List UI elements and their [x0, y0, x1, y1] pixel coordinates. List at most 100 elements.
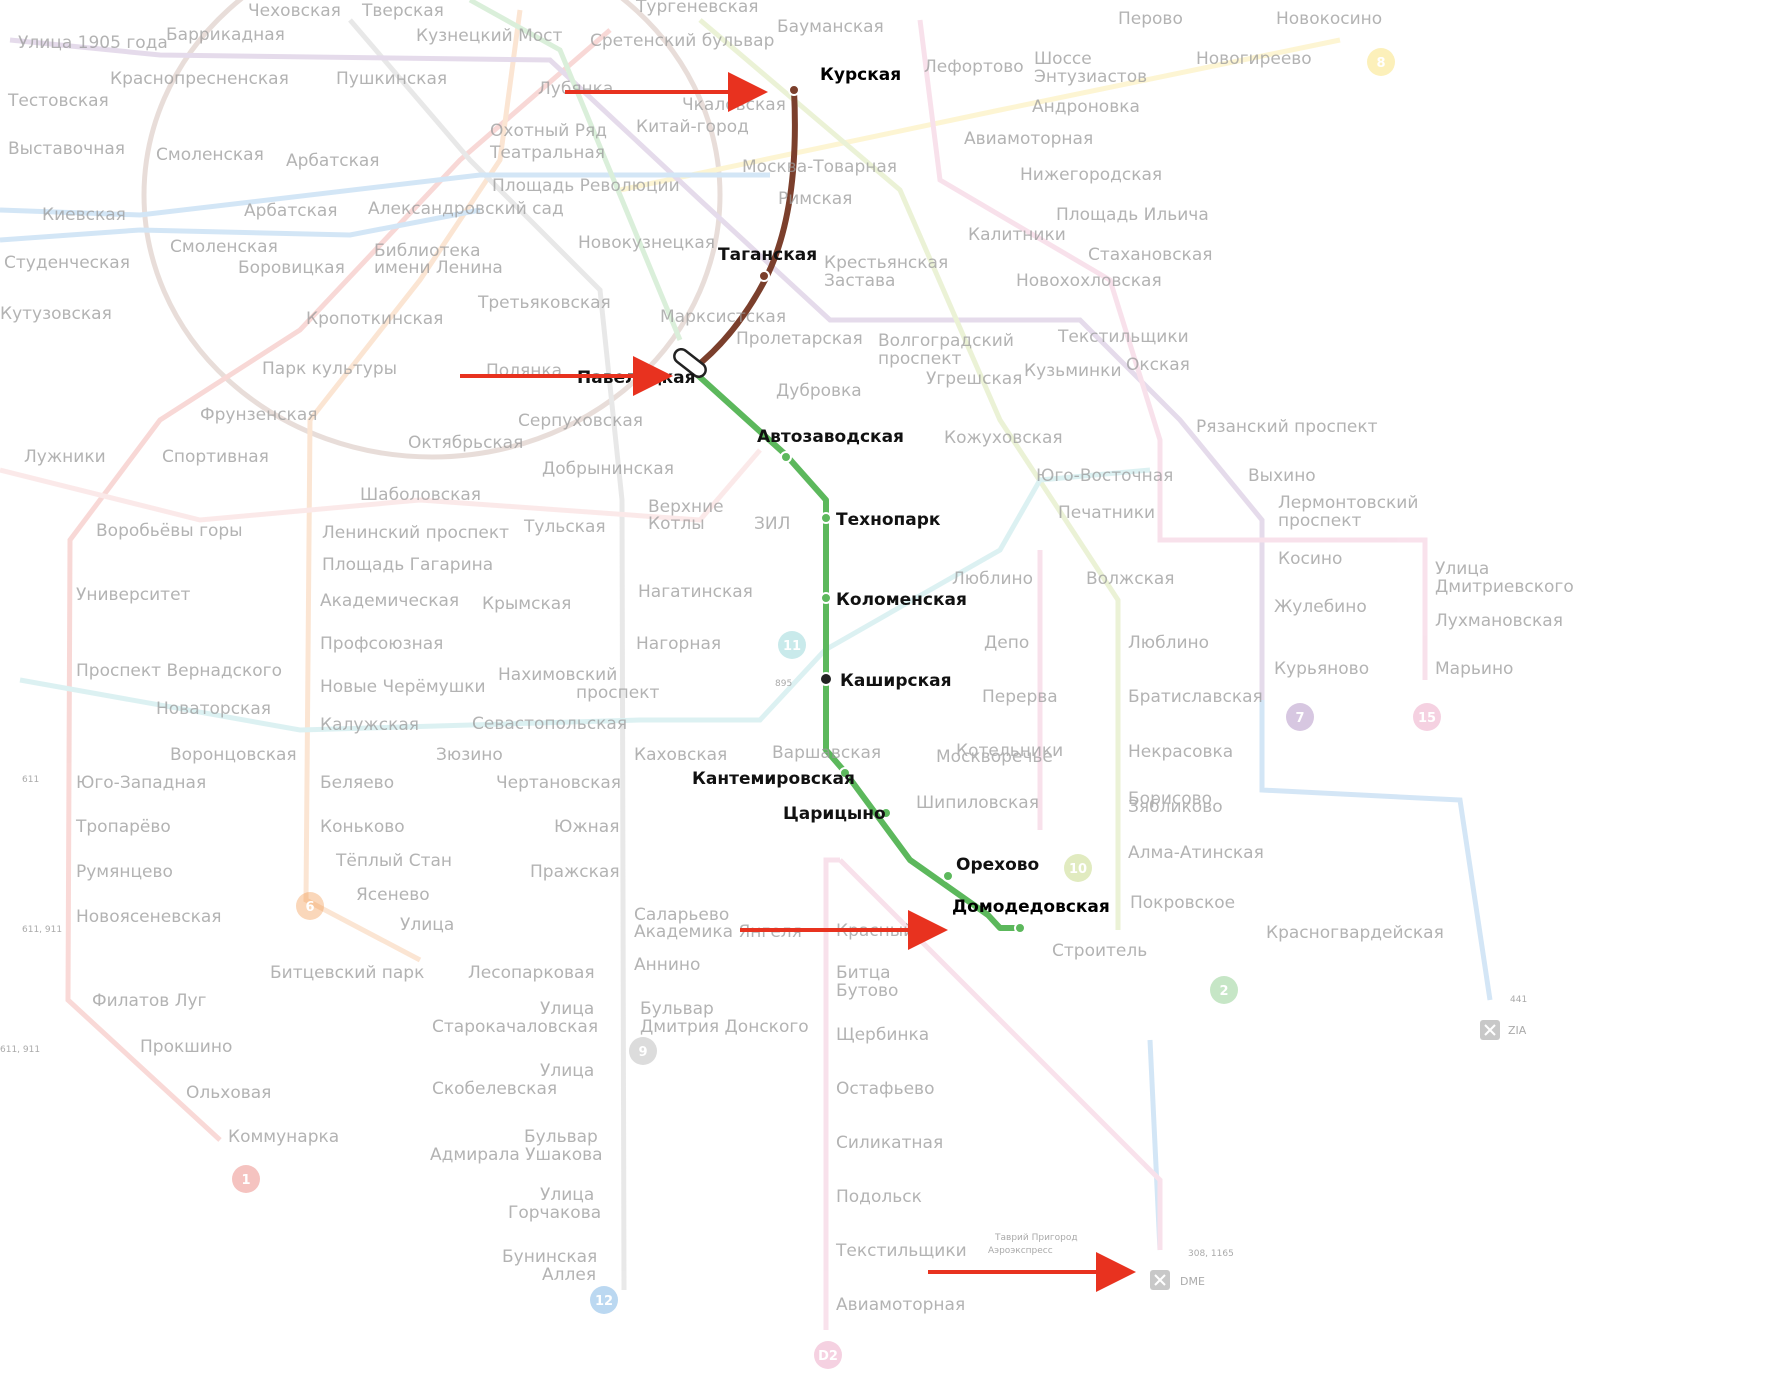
- station-dot-tsaritsyno[interactable]: [880, 807, 892, 819]
- faded-station-label[interactable]: Октябрьская: [408, 433, 523, 453]
- faded-station-label[interactable]: Аннино: [634, 955, 700, 975]
- faded-station-label[interactable]: Тульская: [523, 517, 606, 537]
- faded-station-label[interactable]: Чертановская: [496, 773, 621, 793]
- faded-station-label[interactable]: Профсоюзная: [320, 634, 443, 654]
- faded-station-label[interactable]: Выхино: [1248, 466, 1316, 486]
- label-taganskaya[interactable]: Таганская: [718, 245, 817, 265]
- faded-station-label[interactable]: Скобелевская: [432, 1079, 557, 1099]
- faded-station-label[interactable]: Лубянка: [538, 79, 613, 99]
- faded-station-label[interactable]: Коньково: [320, 817, 405, 837]
- faded-station-label[interactable]: Южная: [554, 817, 619, 837]
- faded-station-label[interactable]: Перово: [1118, 9, 1183, 29]
- faded-station-label[interactable]: Лухмановская: [1435, 611, 1563, 631]
- line-badge[interactable]: 7: [1286, 703, 1314, 731]
- label-orekhovo[interactable]: Орехово: [956, 855, 1039, 875]
- faded-station-label[interactable]: Римская: [778, 189, 852, 209]
- faded-station-label[interactable]: Строитель: [1052, 941, 1147, 961]
- faded-station-label[interactable]: Новохохловская: [1016, 271, 1162, 291]
- label-domodedovskaya[interactable]: Домодедовская: [952, 897, 1110, 917]
- station-dot-kantemirovskaya[interactable]: [839, 767, 851, 779]
- faded-station-label[interactable]: Некрасовка: [1128, 742, 1233, 762]
- station-dot-avtozavodskaya[interactable]: [780, 451, 792, 463]
- faded-station-label[interactable]: Прокшино: [140, 1037, 232, 1057]
- faded-station-label[interactable]: Варшавская: [772, 743, 881, 763]
- faded-station-label[interactable]: Кузьминки: [1024, 361, 1122, 381]
- station-marker-paveletskaya[interactable]: [672, 346, 709, 379]
- faded-station-label[interactable]: Дубровка: [776, 381, 862, 401]
- faded-station-label[interactable]: Кутузовская: [0, 304, 112, 324]
- faded-station-label[interactable]: Воронцовская: [170, 745, 297, 765]
- faded-station-label[interactable]: Ясенево: [356, 885, 430, 905]
- line-badge[interactable]: 1: [232, 1165, 260, 1193]
- faded-station-label[interactable]: Тёплый Стан: [335, 851, 452, 871]
- faded-station-label[interactable]: Студенческая: [4, 253, 130, 273]
- faded-station-label[interactable]: Братиславская: [1128, 687, 1263, 707]
- faded-station-label[interactable]: Фрунзенская: [200, 405, 317, 425]
- faded-station-label[interactable]: Калужская: [320, 715, 419, 735]
- station-dot-tekhnopark[interactable]: [820, 512, 832, 524]
- faded-station-label[interactable]: Бутово: [836, 981, 898, 1001]
- faded-station-label[interactable]: Алма-Атинская: [1128, 843, 1264, 863]
- faded-station-label[interactable]: Академическая: [320, 591, 459, 611]
- faded-station-label[interactable]: Бульвар: [640, 999, 714, 1019]
- faded-station-label[interactable]: Силикатная: [836, 1133, 943, 1153]
- faded-station-label[interactable]: Третьяковская: [477, 293, 611, 313]
- faded-station-label[interactable]: Воробьёвы горы: [96, 521, 243, 541]
- faded-station-label[interactable]: Юго-Восточная: [1036, 466, 1173, 486]
- faded-station-label[interactable]: Авиамоторная: [836, 1295, 965, 1315]
- label-tsaritsyno[interactable]: Царицыно: [783, 804, 886, 824]
- faded-station-label[interactable]: Пражская: [530, 862, 620, 882]
- faded-station-label[interactable]: Угрешская: [926, 369, 1022, 389]
- faded-station-label[interactable]: Кузнецкий Мост: [416, 26, 562, 46]
- station-dot-taganskaya[interactable]: [758, 270, 770, 282]
- station-dot-kashirskaya[interactable]: [819, 672, 833, 686]
- faded-station-label[interactable]: Москва-Товарная: [742, 157, 897, 177]
- faded-station-label[interactable]: Кропоткинская: [306, 309, 443, 329]
- faded-station-label[interactable]: Александровский сад: [368, 199, 564, 219]
- faded-station-label[interactable]: Чкаловская: [682, 95, 786, 115]
- faded-station-label[interactable]: Энтузиастов: [1034, 67, 1147, 87]
- faded-station-label[interactable]: Улица: [540, 999, 594, 1019]
- faded-station-label[interactable]: Улица: [400, 915, 454, 935]
- faded-station-label[interactable]: Академика Янгеля: [634, 922, 802, 942]
- faded-station-label[interactable]: Тестовская: [7, 91, 109, 111]
- faded-station-label[interactable]: Зюзино: [436, 745, 503, 765]
- faded-station-label[interactable]: Площадь Ильича: [1056, 205, 1209, 225]
- faded-station-label[interactable]: Битца: [836, 963, 891, 983]
- faded-station-label[interactable]: Филатов Луг: [92, 991, 207, 1011]
- faded-station-label[interactable]: Новокосино: [1276, 9, 1382, 29]
- faded-station-label[interactable]: Подольск: [836, 1187, 922, 1207]
- line-badge[interactable]: 8: [1367, 48, 1395, 76]
- faded-station-label[interactable]: Смоленская: [156, 145, 264, 165]
- faded-station-label[interactable]: Старокачаловская: [432, 1017, 598, 1037]
- faded-station-label[interactable]: Дмитрия Донского: [640, 1017, 809, 1037]
- faded-station-label[interactable]: Нахимовский: [498, 665, 617, 685]
- faded-station-label[interactable]: Шаболовская: [360, 485, 481, 505]
- faded-station-label[interactable]: Парк культуры: [262, 359, 397, 379]
- faded-station-label[interactable]: Спортивная: [162, 447, 269, 467]
- line-badge[interactable]: D2: [814, 1341, 842, 1369]
- faded-station-label[interactable]: Шоссе: [1034, 49, 1092, 69]
- faded-station-label[interactable]: Добрынинская: [542, 459, 674, 479]
- faded-station-label[interactable]: Новокузнецкая: [578, 233, 715, 253]
- faded-station-label[interactable]: Смоленская: [170, 237, 278, 257]
- label-kantemirovskaya[interactable]: Кантемировская: [692, 769, 855, 789]
- faded-station-label[interactable]: Москворечье: [936, 747, 1053, 767]
- faded-station-label[interactable]: Новаторская: [156, 699, 271, 719]
- faded-station-label[interactable]: Верхние: [648, 497, 724, 517]
- faded-station-label[interactable]: Аллея: [542, 1265, 596, 1285]
- faded-station-label[interactable]: Горчакова: [508, 1203, 601, 1223]
- faded-station-label[interactable]: Тверская: [361, 1, 444, 21]
- faded-station-label[interactable]: Крымская: [482, 594, 571, 614]
- faded-station-label[interactable]: Краснопресненская: [110, 69, 289, 89]
- faded-station-label[interactable]: проспект: [878, 349, 961, 369]
- faded-station-label[interactable]: Саларьево: [634, 905, 729, 925]
- faded-station-label[interactable]: Текстильщики: [1057, 327, 1189, 347]
- faded-station-label[interactable]: Сретенский бульвар: [590, 31, 774, 51]
- line-badge[interactable]: 11: [778, 631, 806, 659]
- faded-station-label[interactable]: Лесопарковая: [468, 963, 595, 983]
- faded-station-label[interactable]: Выставочная: [8, 139, 125, 159]
- faded-station-label[interactable]: Адмирала Ушакова: [430, 1145, 603, 1165]
- line-badge[interactable]: 6: [296, 892, 324, 920]
- faded-station-label[interactable]: имени Ленина: [374, 258, 503, 278]
